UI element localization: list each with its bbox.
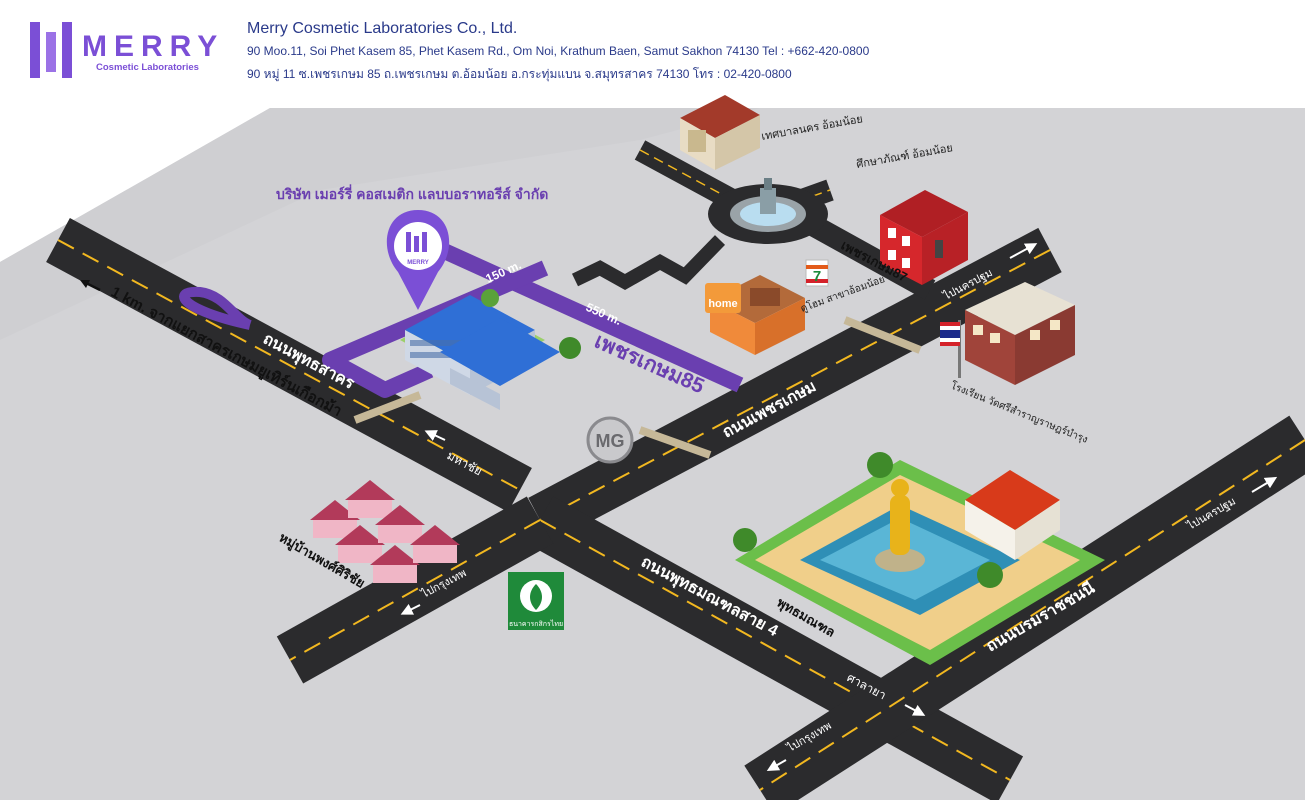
arrow-bangkok-2 [766, 759, 787, 771]
kbank-logo: ธนาคารกสิกรไทย [508, 572, 564, 630]
arrow-salaya [904, 704, 926, 716]
roundabout [708, 178, 828, 244]
mg-logo: MG [586, 416, 634, 464]
svg-text:7: 7 [813, 268, 821, 285]
footbridge-3 [638, 426, 712, 459]
museum-building [880, 190, 968, 285]
address-thai: 90 หมู่ 11 ซ.เพชรเกษม 85 ถ.เพชรเกษม ต.อ้… [247, 67, 792, 81]
municipality-building [680, 95, 760, 170]
header: MERRY Cosmetic Laboratories Merry Cosmet… [0, 0, 1305, 96]
company-name: Merry Cosmetic Laboratories Co., Ltd. [247, 20, 518, 37]
arrow-1km-head [80, 280, 90, 288]
seven-eleven-logo: 7 [805, 259, 829, 287]
address-english: 90 Moo.11, Soi Phet Kasem 85, Phet Kasem… [247, 44, 870, 58]
thai-flag [940, 320, 961, 378]
company-map-label: บริษัท เมอร์รี่ คอสเมติก แลบบอราทอรีส์ จ… [276, 184, 548, 202]
footbridge-2 [353, 391, 422, 424]
road-soi87 [794, 208, 936, 300]
footbridge-1 [843, 316, 922, 354]
logo-wordmark: MERRY [82, 30, 225, 63]
roads [46, 140, 1305, 800]
school-building [965, 282, 1075, 385]
ground-edge [0, 108, 760, 340]
factory-building [400, 289, 581, 410]
logo-subtitle: Cosmetic Laboratories [96, 62, 199, 73]
arrow-nakhon-pathom-2 [1251, 476, 1278, 493]
dohome-building: home [705, 275, 805, 355]
svg-text:MG: MG [596, 431, 625, 451]
road-zigzag [571, 235, 726, 291]
arrow-bangkok-1 [400, 603, 421, 615]
arrow-1km [85, 281, 101, 292]
arrow-mahachai [424, 430, 446, 441]
svg-text:ธนาคารกสิกรไทย: ธนาคารกสิกรไทย [509, 619, 563, 628]
merry-logo-icon [30, 22, 72, 78]
phutthamonthon-park [733, 452, 1105, 665]
location-pin[interactable]: MERRY [386, 210, 450, 310]
svg-text:home: home [708, 298, 737, 310]
pin-logo-text: MERRY [407, 260, 428, 266]
village-houses [310, 480, 460, 583]
